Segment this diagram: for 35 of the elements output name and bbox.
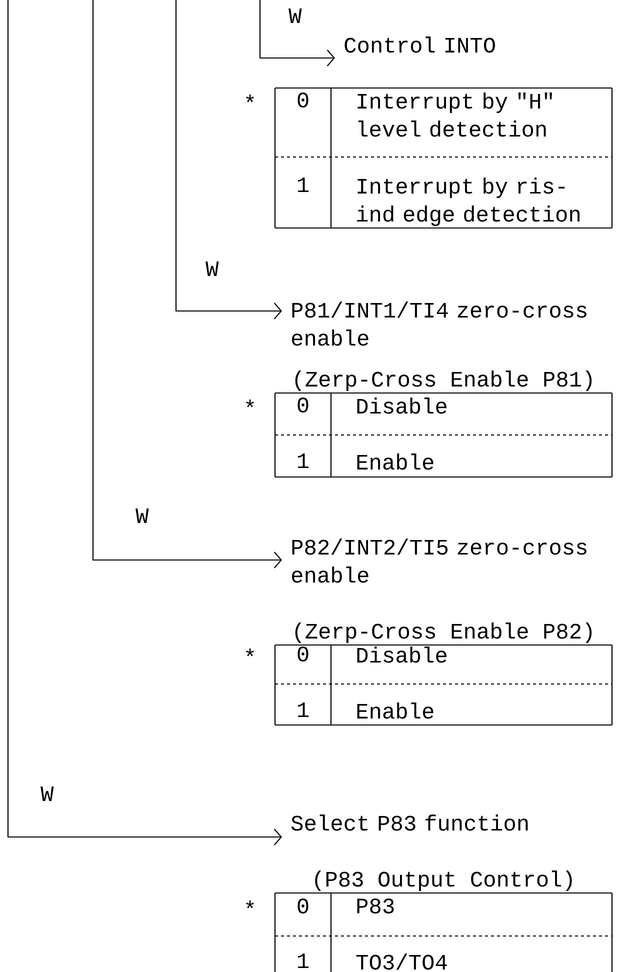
table-heading: (Zerp-Cross Enable P81) [295, 370, 592, 392]
bit-value: 0 [298, 646, 308, 662]
table-heading: (P83 Output Control) [315, 870, 572, 892]
bit-value: 1 [298, 454, 309, 468]
write-label: W [206, 262, 219, 276]
bit-value: 0 [298, 92, 308, 108]
default-marker: * [246, 648, 254, 656]
write-label: W [136, 508, 149, 524]
default-marker: * [246, 400, 254, 408]
function-label: Control INTO [344, 36, 495, 53]
bit-value: 0 [298, 398, 308, 412]
default-marker: * [246, 900, 254, 908]
value-description: Enable [357, 702, 434, 719]
default-marker: * [246, 94, 254, 102]
bit-value: 1 [298, 702, 309, 718]
value-description: TO3/TO4 [356, 954, 447, 970]
arrow [7, 0, 282, 846]
value-description: Enable [357, 454, 434, 470]
function-label: P82/INT2/TI5 zero-cross enable [292, 538, 586, 583]
value-description: Interrupt by "H" level detection [358, 92, 552, 137]
function-label: Select P83 function [291, 814, 528, 831]
table-heading: (Zerp-Cross Enable P82) [295, 622, 592, 644]
function-label: P81/INT1/TI4 zero-cross enable [292, 302, 586, 346]
arrow [92, 0, 282, 568]
arrow [259, 0, 335, 66]
value-description: Interrupt by ris- ind edge detection [357, 178, 580, 226]
write-label: W [40, 786, 54, 802]
value-description: Disable [357, 398, 446, 414]
arrow [175, 0, 282, 320]
bit-value: 1 [298, 178, 309, 192]
bit-value: 0 [298, 898, 308, 914]
write-label: W [288, 8, 302, 24]
value-description: P83 [357, 898, 394, 914]
value-description: Disable [357, 646, 446, 663]
bit-value: 1 [298, 954, 309, 968]
